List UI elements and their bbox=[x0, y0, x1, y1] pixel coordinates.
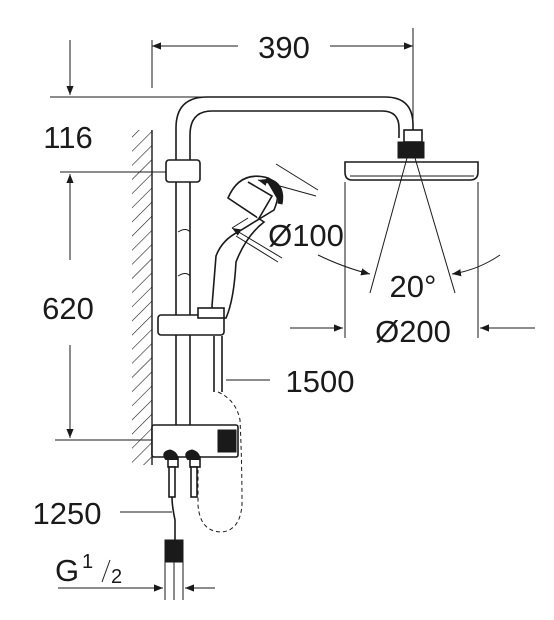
inlet-height-label: 1250 bbox=[33, 496, 102, 531]
hose-length-label: 1500 bbox=[286, 364, 355, 399]
width-label: 390 bbox=[258, 30, 310, 65]
hand-shower: Ø100 bbox=[211, 163, 344, 320]
thread-dimension: G 1 2 bbox=[55, 551, 215, 592]
slider bbox=[157, 307, 225, 336]
thread-numerator: 1 bbox=[82, 551, 93, 573]
wall-bracket bbox=[165, 159, 201, 183]
head-diameter-label: Ø200 bbox=[375, 314, 451, 349]
inlet-height-dimension: 1250 bbox=[33, 496, 172, 531]
angle-dimension: 20° bbox=[317, 157, 501, 304]
thread-prefix: G bbox=[55, 553, 79, 588]
thermostat-body bbox=[151, 424, 239, 468]
rail-height-label: 620 bbox=[42, 291, 94, 326]
thread-denominator: 2 bbox=[111, 566, 122, 588]
angle-label: 20° bbox=[390, 269, 437, 304]
arm-height-label: 116 bbox=[43, 120, 92, 155]
hand-diameter-label: Ø100 bbox=[268, 218, 344, 253]
wall bbox=[132, 130, 153, 465]
inlet-hoses bbox=[163, 449, 201, 600]
width-dimension: 390 bbox=[151, 28, 414, 125]
head-diameter-dimension: Ø200 bbox=[290, 182, 535, 349]
hose-dimension: 1500 bbox=[197, 336, 355, 533]
head-shower bbox=[344, 129, 479, 181]
height-dimensions: 116 620 bbox=[42, 40, 300, 441]
